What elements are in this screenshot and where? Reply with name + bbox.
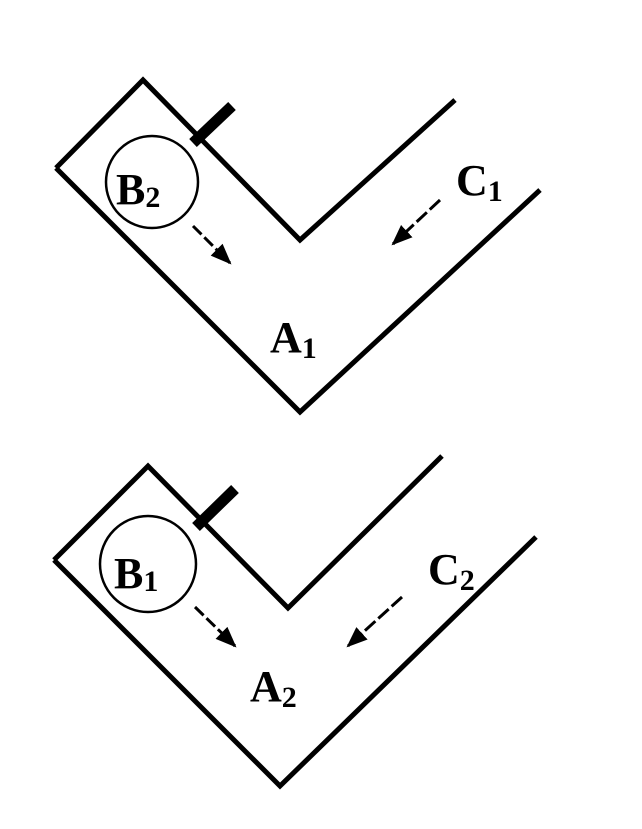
diagram-2: B1 A2 C2 — [52, 454, 538, 790]
circle-label-1: B2 — [116, 165, 160, 214]
channel-inner-wall-1 — [54, 166, 542, 416]
arm-label-2: C2 — [428, 545, 475, 597]
corner-label-1: A1 — [270, 313, 317, 365]
flow-arrow-right-1 — [391, 198, 442, 246]
channel-outer-wall-1 — [54, 76, 457, 244]
diagram-1: B2 A1 C1 — [54, 76, 542, 416]
channel-outer-wall-2 — [52, 454, 444, 612]
flow-arrow-right-2 — [346, 595, 404, 648]
flow-arrow-left-1 — [191, 224, 232, 265]
circle-label-2: B1 — [114, 549, 158, 598]
corner-label-2: A2 — [250, 662, 297, 714]
inlet-bar-2 — [192, 485, 239, 531]
circle-node-2 — [98, 514, 198, 614]
inlet-bar-1 — [189, 102, 236, 147]
flow-arrow-left-2 — [193, 605, 237, 648]
channel-inner-wall-2 — [52, 535, 538, 790]
arm-label-1: C1 — [456, 156, 503, 208]
circle-node-1 — [104, 134, 200, 230]
